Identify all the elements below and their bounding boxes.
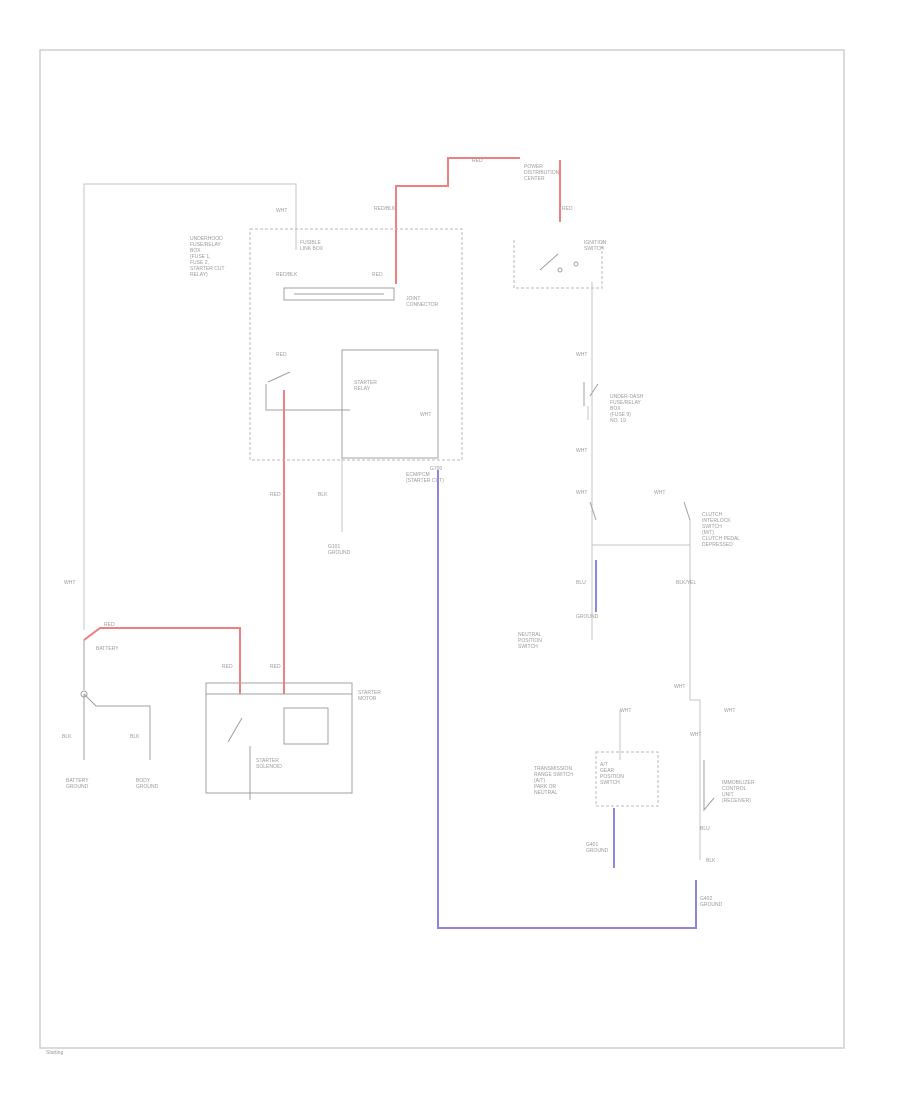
- wire-code: RED/BLK: [276, 272, 298, 278]
- wire-code: RED: [270, 492, 281, 498]
- signal-wires: [83, 183, 701, 860]
- wire-code: RED: [276, 352, 287, 358]
- wire-code: BLK: [318, 492, 328, 498]
- wire-code: WHT: [276, 208, 287, 214]
- label-pcm: ECM/PCM(STARTER CUT): [406, 472, 444, 484]
- wire-code: WHT: [64, 580, 75, 586]
- battery-power-wires: [83, 157, 561, 694]
- wire-code: WHT: [576, 448, 587, 454]
- wire-code: WHT: [690, 732, 701, 738]
- wire-code: G700: [430, 466, 442, 472]
- wire-code: RED: [472, 158, 483, 164]
- wire-code: WHT: [420, 412, 431, 418]
- clutch-and-neutral-switches: [583, 382, 715, 812]
- wire-code: BLK: [130, 734, 140, 740]
- label-battery: BATTERY: [96, 646, 119, 652]
- wire-code: BLU: [576, 580, 586, 586]
- wire-code: RED/BLK: [374, 206, 396, 212]
- wire-code: RED: [372, 272, 383, 278]
- wire-code: WHT: [724, 708, 735, 714]
- wire-code: RED: [222, 664, 233, 670]
- wire-code: WHT: [674, 684, 685, 690]
- wire-code: RED: [104, 622, 115, 628]
- wire-code: WHT: [576, 352, 587, 358]
- wire-code: RED: [270, 664, 281, 670]
- footer-label: Starting: [46, 1050, 63, 1056]
- wire-color-codes: RED RED/BLK RED WHT RED/BLK RED RED WHT …: [62, 158, 735, 864]
- wire-code: WHT: [576, 490, 587, 496]
- diagram-frame: [39, 49, 845, 1049]
- wire-code: BLK: [62, 734, 72, 740]
- battery: [80, 640, 151, 760]
- wire-code: RED: [562, 206, 573, 212]
- wire-code: GROUND: [576, 614, 599, 620]
- wire-code: BLU: [700, 826, 710, 832]
- ground-wires: [437, 470, 697, 929]
- underhood-fuse-relay-box: [249, 228, 463, 461]
- ignition-switch: [513, 240, 603, 289]
- wire-code: BLK: [706, 858, 716, 864]
- wire-code: WHT: [620, 708, 631, 714]
- wire-code: BLK/YEL: [676, 580, 697, 586]
- wire-code: WHT: [654, 490, 665, 496]
- starter-motor: [205, 682, 353, 800]
